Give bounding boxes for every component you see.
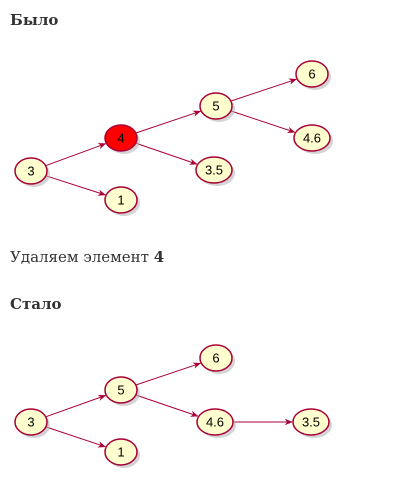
edge-n5-n4_6 bbox=[135, 394, 199, 417]
edge-n5-n6 bbox=[230, 78, 297, 102]
node-n4_6: 4.6 bbox=[293, 124, 333, 154]
node-circle bbox=[295, 60, 329, 88]
node-n5: 5 bbox=[104, 376, 140, 406]
node-n5: 5 bbox=[199, 92, 235, 122]
node-label: 4.6 bbox=[303, 131, 321, 146]
node-circle bbox=[14, 157, 48, 185]
after-heading: Стало bbox=[10, 295, 62, 313]
edge-n3-n5 bbox=[45, 394, 107, 418]
node-label: 3 bbox=[27, 164, 34, 179]
node-circle bbox=[196, 408, 234, 436]
node-label: 3.5 bbox=[302, 415, 320, 430]
edge-n3-n1 bbox=[45, 175, 106, 196]
node-circle bbox=[14, 408, 48, 436]
node-label: 3.5 bbox=[205, 163, 223, 178]
node-n3: 3 bbox=[14, 408, 50, 438]
action-note: Удаляем элемент 4 bbox=[10, 250, 164, 265]
node-circle-highlighted bbox=[104, 124, 138, 152]
after-tree-diagram: 3 5 1 6 4.6 3.5 bbox=[14, 344, 332, 468]
edge-n3-n4 bbox=[45, 143, 107, 167]
node-circle bbox=[293, 124, 331, 152]
node-label: 1 bbox=[117, 445, 124, 460]
node-n1: 1 bbox=[104, 186, 140, 216]
node-label: 3 bbox=[27, 415, 34, 430]
action-value: 4 bbox=[153, 248, 165, 266]
node-label: 6 bbox=[212, 351, 219, 366]
node-circle bbox=[199, 92, 233, 120]
action-prefix: Удаляем элемент bbox=[10, 248, 154, 266]
node-n3_5: 3.5 bbox=[195, 156, 235, 186]
node-label: 5 bbox=[212, 99, 219, 114]
node-n6: 6 bbox=[199, 344, 235, 374]
node-circle bbox=[104, 438, 138, 466]
node-circle bbox=[199, 344, 233, 372]
edge-n5-n4_6 bbox=[230, 110, 296, 133]
node-n3_5: 3.5 bbox=[292, 408, 332, 438]
node-label: 6 bbox=[308, 67, 315, 82]
node-n4: 4 bbox=[104, 124, 140, 154]
before-tree-diagram: 3 4 1 5 3.5 6 4.6 bbox=[14, 60, 333, 216]
node-label: 4 bbox=[117, 131, 124, 146]
edge-n4-n5 bbox=[135, 110, 202, 134]
node-n1: 1 bbox=[104, 438, 140, 468]
edge-n4-n3_5 bbox=[135, 142, 198, 165]
node-n3: 3 bbox=[14, 157, 50, 187]
node-label: 4.6 bbox=[206, 415, 224, 430]
node-n6: 6 bbox=[295, 60, 331, 90]
node-label: 1 bbox=[117, 193, 124, 208]
node-n4_6: 4.6 bbox=[196, 408, 236, 438]
node-circle bbox=[195, 156, 233, 184]
node-label: 5 bbox=[117, 383, 124, 398]
node-circle bbox=[104, 186, 138, 214]
node-circle bbox=[104, 376, 138, 404]
before-heading: Было bbox=[10, 11, 59, 29]
edge-n3-n1 bbox=[45, 426, 106, 448]
edge-n5-n6 bbox=[135, 362, 202, 386]
node-circle bbox=[292, 408, 330, 436]
